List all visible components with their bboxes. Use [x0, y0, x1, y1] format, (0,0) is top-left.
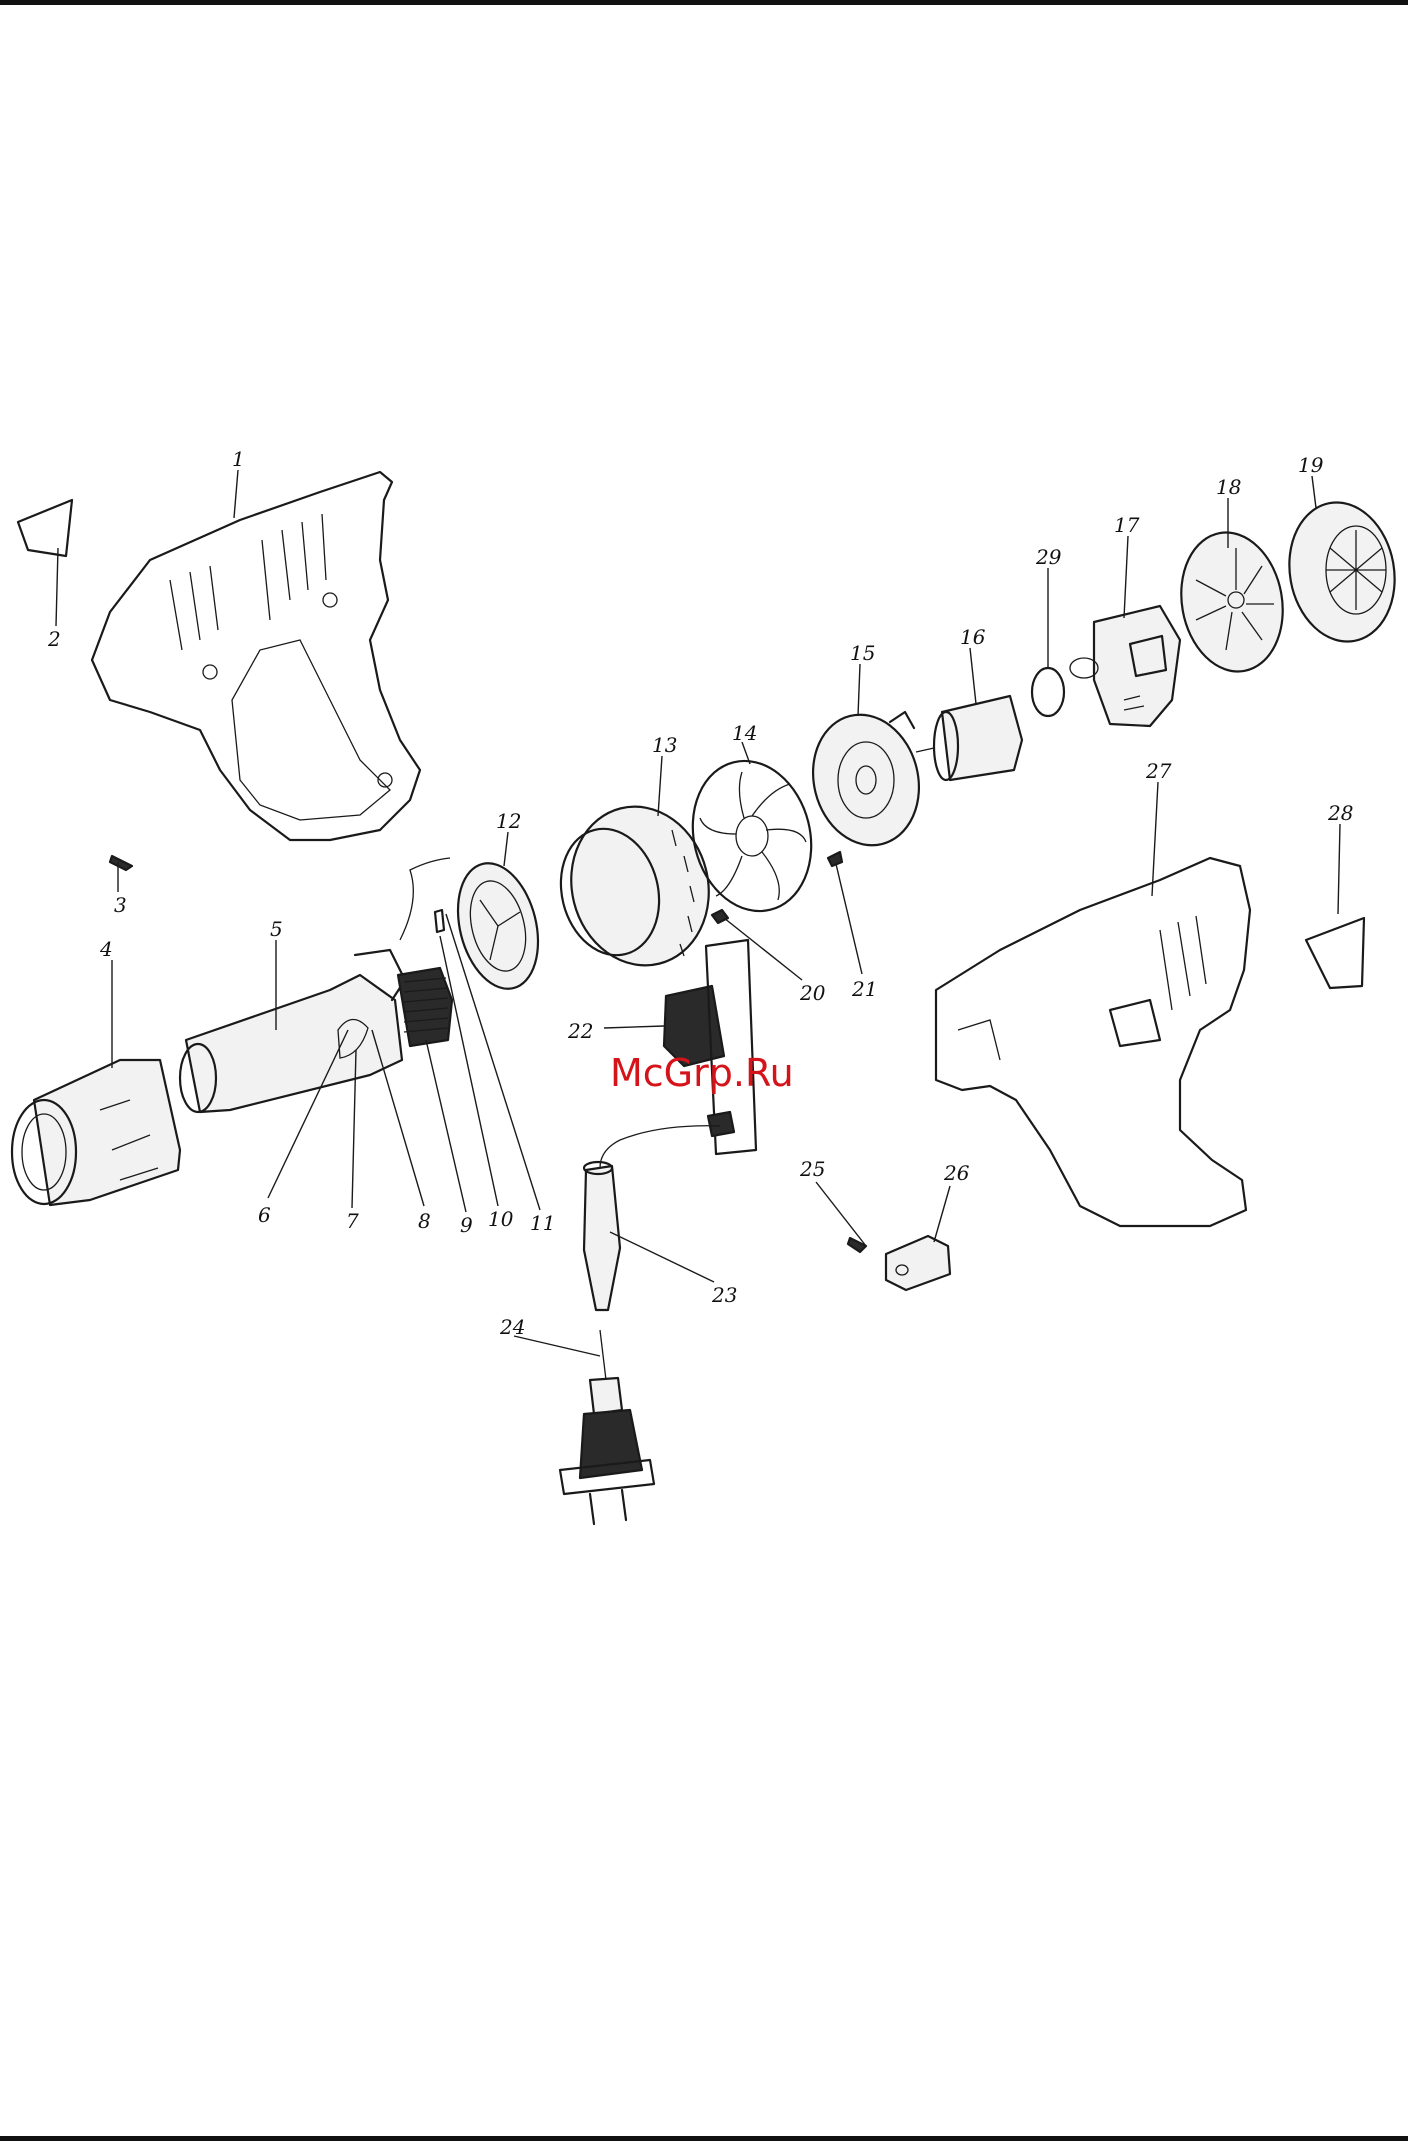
leader-line-1: [234, 470, 238, 518]
leader-line-27: [1152, 782, 1158, 896]
part-22-switch: [664, 940, 756, 1154]
callout-2: 2: [47, 627, 61, 651]
leader-line-19: [1312, 476, 1316, 508]
watermark-text: McGrp.Ru: [610, 1051, 794, 1095]
callout-22: 22: [567, 1019, 593, 1043]
callout-20: 20: [799, 981, 826, 1005]
leader-line-17: [1124, 536, 1128, 618]
part-29-washer: [1032, 668, 1064, 716]
callout-13: 13: [652, 733, 677, 757]
leader-line-22: [604, 1026, 664, 1028]
callout-21: 21: [851, 977, 877, 1001]
part-10-wire: [400, 858, 450, 940]
part-27-right-housing: [936, 858, 1250, 1226]
leader-line-12: [504, 832, 508, 866]
part-19-rear-cap: [1279, 494, 1406, 650]
callout-4: 4: [99, 937, 113, 961]
leader-line-16: [970, 648, 976, 704]
part-24-plug: [560, 1330, 654, 1524]
leader-line-20: [724, 918, 802, 980]
callout-9: 9: [460, 1213, 473, 1237]
part-15-motor-bracket: [800, 703, 933, 856]
callout-15: 15: [850, 641, 875, 665]
callout-19: 19: [1298, 453, 1324, 477]
callout-5: 5: [270, 917, 283, 941]
callout-29: 29: [1035, 545, 1062, 569]
part-28-label-plate: [1306, 918, 1364, 988]
part-13-fan-housing: [548, 792, 725, 980]
part-23-cord-sleeve: [584, 1126, 720, 1310]
callout-16: 16: [960, 625, 986, 649]
part-3-screw: [110, 856, 132, 870]
part-18-grille-disc: [1171, 524, 1294, 679]
part-26-cable-clamp: [886, 1236, 950, 1290]
leader-line-24: [514, 1336, 600, 1356]
part-20-screw: [712, 910, 728, 923]
callout-28: 28: [1327, 801, 1353, 825]
leader-line-2: [56, 548, 58, 626]
part-11-thermostat: [435, 910, 444, 932]
leader-line-25: [816, 1182, 866, 1246]
leader-line-15: [858, 664, 860, 716]
callout-14: 14: [732, 721, 757, 745]
callout-25: 25: [799, 1157, 825, 1181]
callout-7: 7: [346, 1209, 359, 1233]
leader-line-9: [426, 1040, 466, 1212]
callout-23: 23: [711, 1283, 737, 1307]
part-5-heating-tube: [180, 950, 405, 1112]
callout-11: 11: [530, 1211, 555, 1235]
part-1-left-housing: [92, 472, 420, 840]
leader-line-26: [934, 1186, 950, 1242]
part-21-screw: [828, 852, 842, 866]
part-4-nozzle: [12, 1060, 180, 1205]
part-9-heating-coil: [398, 968, 452, 1046]
leader-line-23: [610, 1232, 714, 1282]
callout-27: 27: [1145, 759, 1172, 783]
callout-17: 17: [1114, 513, 1140, 537]
part-17-circuit-board: [1070, 606, 1180, 726]
leader-line-28: [1338, 824, 1340, 914]
leader-line-13: [658, 756, 662, 816]
part-16-dc-motor: [916, 696, 1022, 780]
part-25-screw: [848, 1238, 866, 1252]
leader-line-21: [836, 864, 862, 974]
callout-10: 10: [488, 1207, 514, 1231]
callout-8: 8: [418, 1209, 431, 1233]
callout-24: 24: [499, 1315, 525, 1339]
callout-6: 6: [258, 1203, 271, 1227]
callout-26: 26: [943, 1161, 970, 1185]
callout-12: 12: [496, 809, 521, 833]
callout-18: 18: [1216, 475, 1241, 499]
callout-3: 3: [114, 893, 127, 917]
part-2-label-plate: [18, 500, 72, 556]
part-12-end-plate: [446, 855, 551, 998]
callout-1: 1: [232, 447, 245, 471]
